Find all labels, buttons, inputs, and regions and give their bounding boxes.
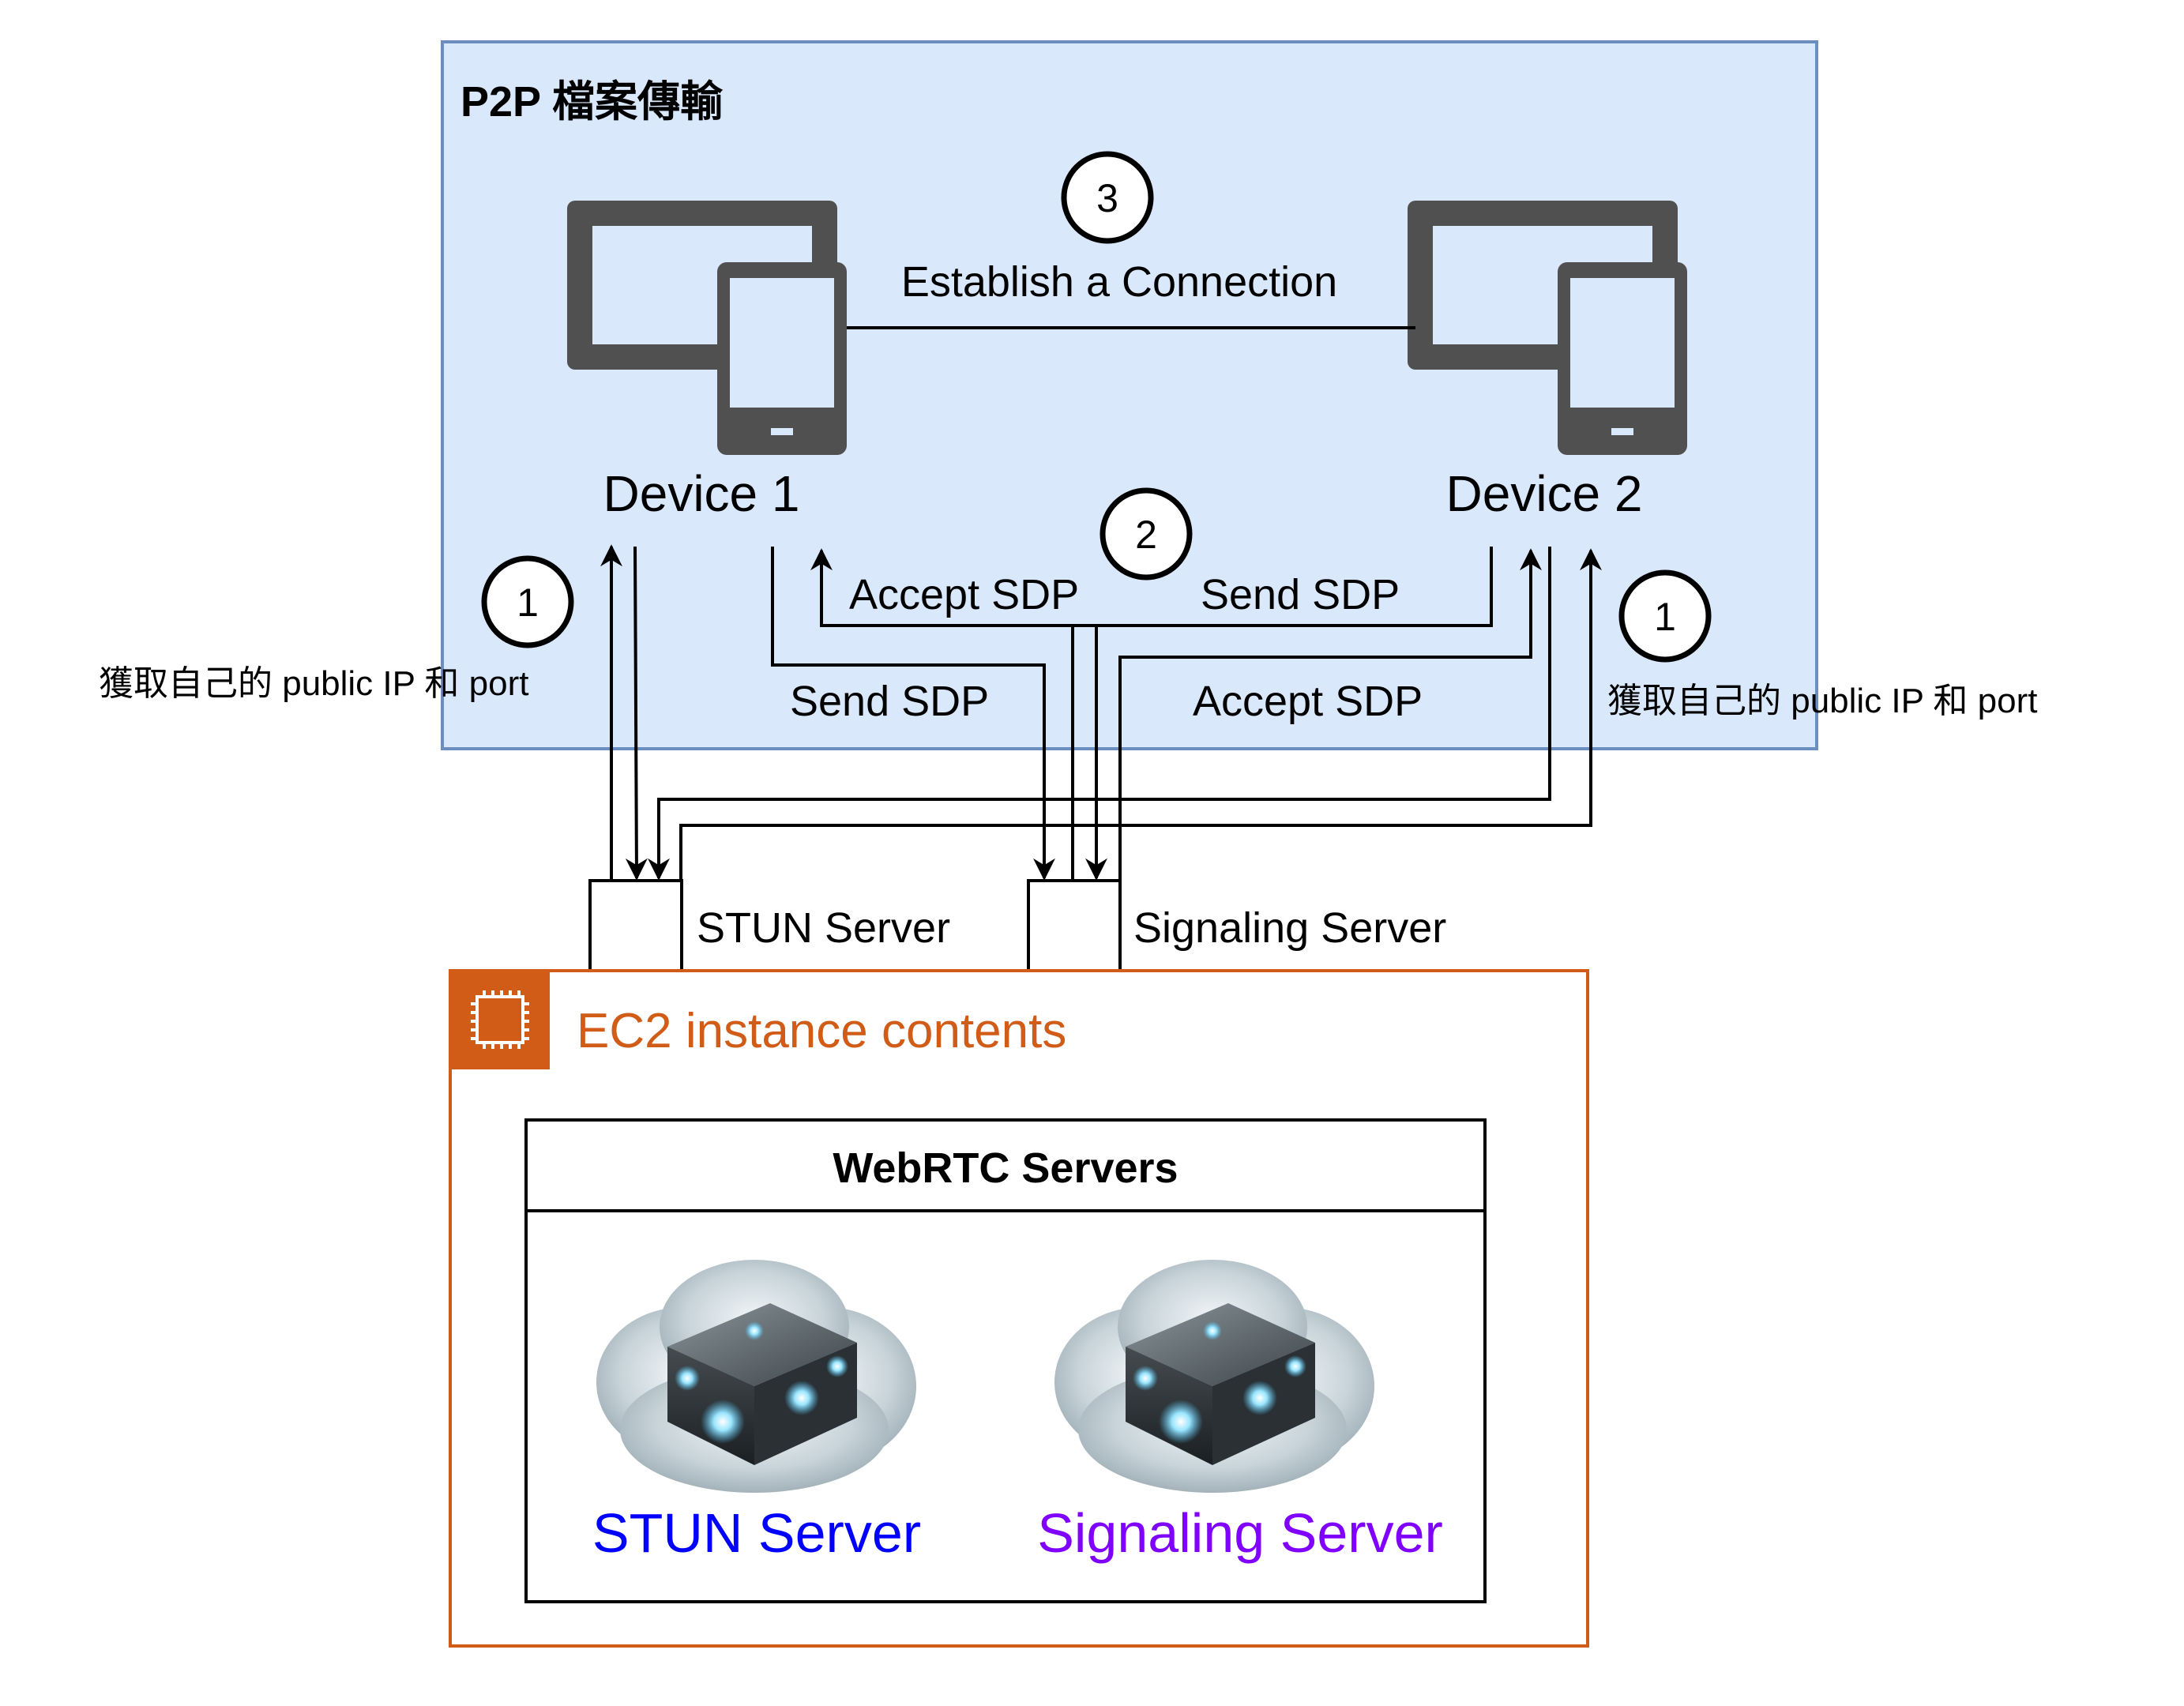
send-sdp-label-top: Send SDP [1201,571,1400,618]
connection-label: Establish a Connection [901,258,1337,306]
send-sdp-label-bottom: Send SDP [790,678,989,725]
device1-send-sdp-arrow [771,547,1055,881]
accept-sdp-label-bottom: Accept SDP [1193,678,1423,725]
signaling-server-label: Signaling Server [1037,1502,1443,1564]
svg-text:2: 2 [1135,513,1157,557]
signaling-server-node-label: Signaling Server [1133,904,1446,952]
webrtc-servers-title: WebRTC Servers [833,1144,1178,1192]
stun-to-device2-arrow [679,548,1602,881]
step1-left-badge: 1 [481,555,574,648]
svg-text:1: 1 [1654,595,1676,639]
device1-icon [567,201,847,455]
device2-accept-sdp-arrow [1118,548,1542,881]
stun-cloud-server-icon [596,1260,916,1493]
step2-badge: 2 [1100,487,1193,581]
step3-badge: 3 [1061,151,1154,244]
device2-label: Device 2 [1446,465,1643,522]
device2-icon [1408,201,1687,455]
device2-send-sdp-arrow [1085,624,1491,881]
svg-text:1: 1 [517,581,539,625]
p2p-region-title: P2P 檔案傳輸 [460,78,724,126]
device2-to-stun-arrow [648,547,1551,881]
ec2-chip-icon [450,971,550,1069]
stun-server-node[interactable] [588,879,683,972]
accept-sdp-label-top: Accept SDP [849,571,1079,618]
connectors [600,544,1602,881]
get-ip-label-right: 獲取自己的 public IP 和 port [1607,682,2037,720]
svg-text:3: 3 [1096,176,1118,220]
device1-to-stun-arrow [625,546,648,881]
stun-server-label: STUN Server [592,1502,921,1564]
get-ip-label-left: 獲取自己的 public IP 和 port [99,664,528,703]
step1-right-badge: 1 [1618,569,1712,663]
device1-label: Device 1 [603,465,800,522]
stun-server-node-label: STUN Server [697,904,950,952]
signaling-cloud-server-icon [1054,1260,1374,1493]
ec2-group [449,969,1589,1648]
ec2-title: EC2 instance contents [577,1004,1066,1058]
signaling-server-node[interactable] [1027,879,1122,972]
